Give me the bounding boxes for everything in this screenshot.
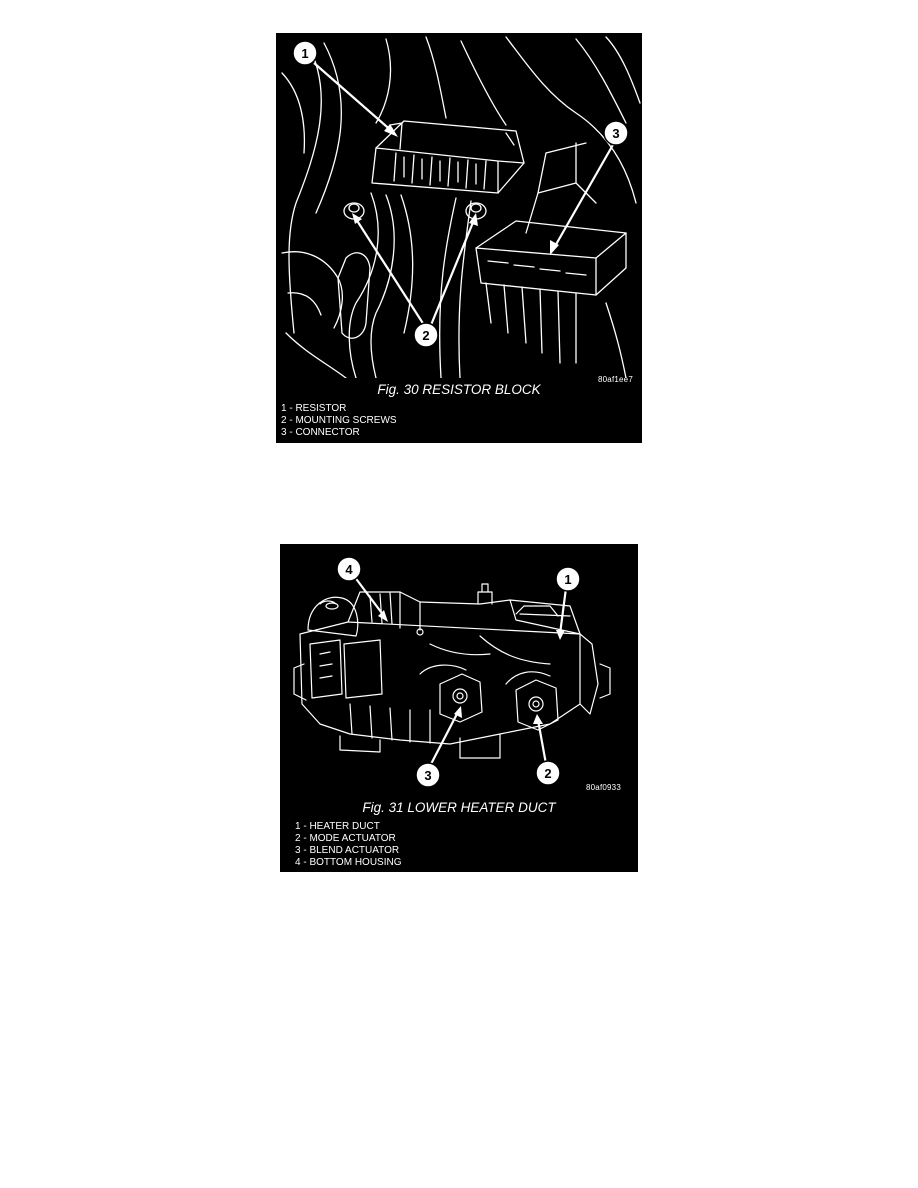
legend-item: 3 - BLEND ACTUATOR — [295, 845, 400, 856]
callout-2-label: 2 — [422, 328, 429, 343]
callout-2-label: 2 — [544, 766, 551, 781]
callout-3-label: 3 — [424, 768, 431, 783]
callout-3-label: 3 — [612, 126, 619, 141]
callout-3-circle — [415, 762, 441, 788]
callout-1-label: 1 — [564, 572, 571, 587]
resistor-block-illustration: 1 3 2 — [281, 36, 641, 378]
figure-caption: Fig. 30 RESISTOR BLOCK — [377, 382, 541, 397]
figure-code: 80af1ee7 — [598, 375, 633, 384]
legend-item: 1 - HEATER DUCT — [295, 821, 380, 832]
lower-heater-duct-illustration: 4 1 3 2 — [293, 556, 611, 788]
figure-resistor-block: 1 3 2 80af1ee7 Fig. 30 RESISTOR BLOCK 1 … — [276, 33, 642, 443]
callout-2-circle — [413, 322, 439, 348]
callout-3-circle — [603, 120, 629, 146]
callout-1-circle — [292, 40, 318, 66]
figure-code: 80af0933 — [586, 783, 621, 792]
legend-item: 2 - MOUNTING SCREWS — [281, 415, 397, 426]
figure-legend: 1 - RESISTOR 2 - MOUNTING SCREWS 3 - CON… — [281, 403, 397, 439]
legend-item: 3 - CONNECTOR — [281, 427, 360, 438]
legend-item: 2 - MODE ACTUATOR — [295, 833, 396, 844]
legend-item: 1 - RESISTOR — [281, 403, 347, 414]
figure-caption: Fig. 31 LOWER HEATER DUCT — [362, 800, 556, 815]
callout-4-circle — [336, 556, 362, 582]
callout-1-circle — [555, 566, 581, 592]
callout-1-label: 1 — [301, 46, 308, 61]
legend-item: 4 - BOTTOM HOUSING — [295, 857, 402, 868]
figure-legend: 1 - HEATER DUCT 2 - MODE ACTUATOR 3 - BL… — [295, 821, 402, 869]
callout-2-circle — [535, 760, 561, 786]
figure-lower-heater-duct: 4 1 3 2 80af0933 Fig. 31 LOWER HEATER DU… — [280, 544, 638, 872]
callout-4-label: 4 — [345, 562, 353, 577]
